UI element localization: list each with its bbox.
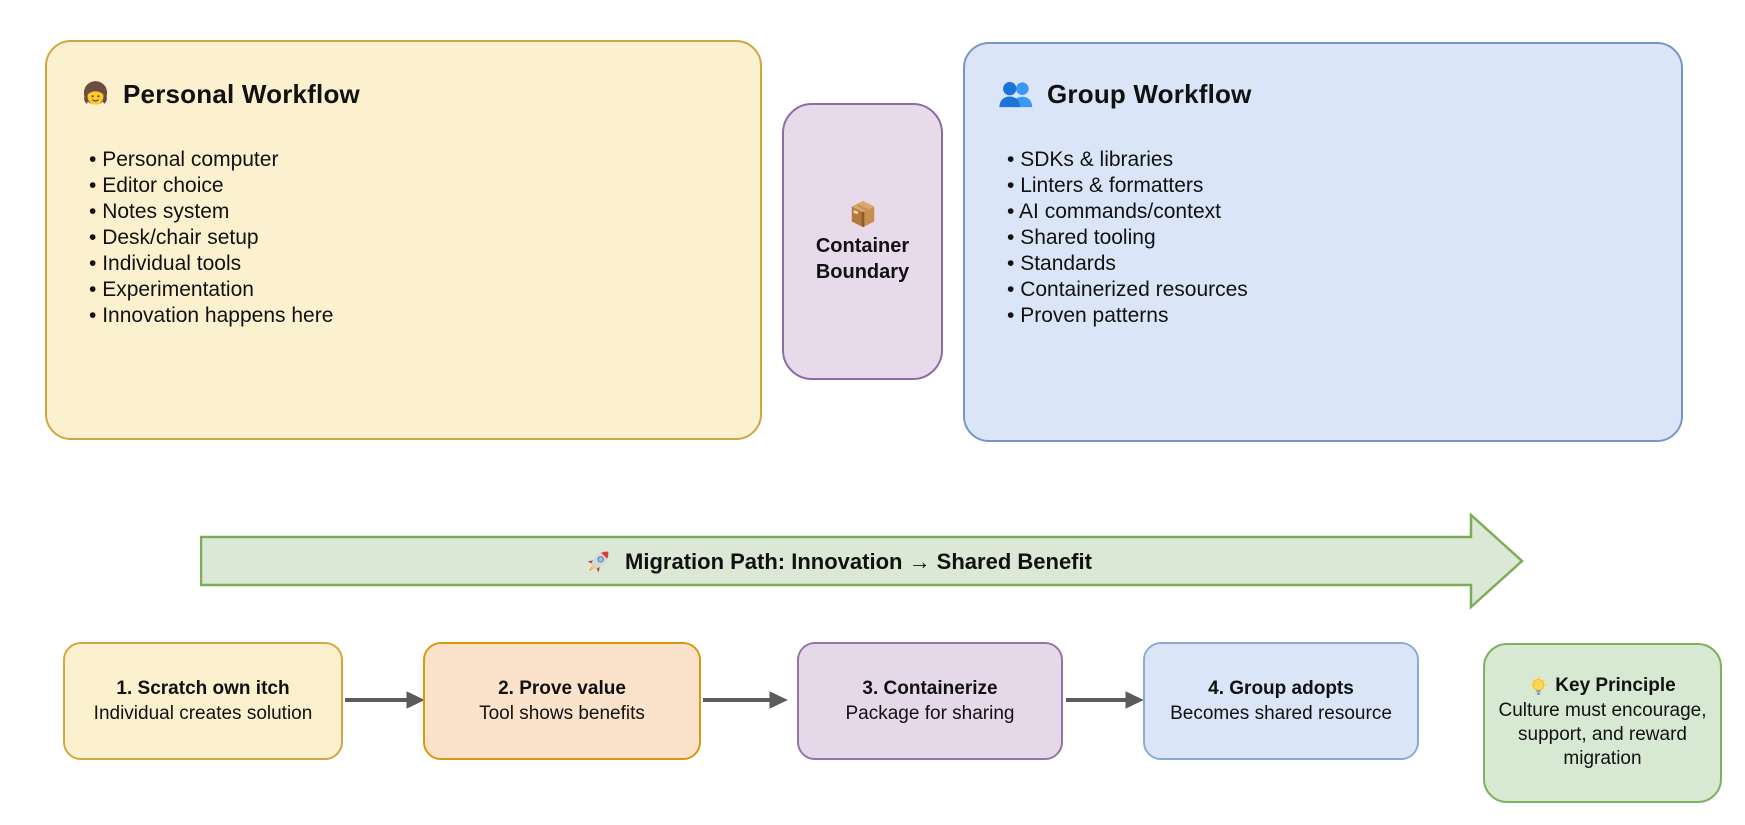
light-bulb-icon: [1530, 676, 1548, 695]
step-title: 3. Containerize: [862, 677, 998, 699]
step-containerize: 3. Containerize Package for sharing: [797, 642, 1063, 760]
step-subtitle: Becomes shared resource: [1170, 702, 1392, 724]
list-item: Containerized resources: [1007, 277, 1248, 303]
list-item: Personal computer: [89, 147, 333, 173]
migration-arrow-shape: [200, 513, 1524, 610]
step-title: 2. Prove value: [498, 677, 626, 699]
key-principle-box: Key Principle Culture must encourage, su…: [1483, 643, 1722, 803]
step-subtitle: Package for sharing: [845, 702, 1015, 724]
personal-workflow-list: Personal computer Editor choice Notes sy…: [89, 147, 333, 329]
key-principle-header: Key Principle: [1529, 675, 1676, 697]
list-item: Innovation happens here: [89, 303, 333, 329]
personal-workflow-box: Personal Workflow Personal computer Edit…: [45, 40, 762, 440]
rocket-icon: [587, 551, 609, 573]
group-workflow-box: Group Workflow SDKs & libraries Linters …: [963, 42, 1683, 442]
personal-workflow-title: Personal Workflow: [123, 79, 360, 109]
container-boundary-line2: Boundary: [815, 260, 910, 283]
list-item: Desk/chair setup: [89, 225, 333, 251]
migration-banner: Migration Path: Innovation → Shared Bene…: [210, 538, 1465, 585]
list-item: AI commands/context: [1007, 199, 1248, 225]
step-title: 1. Scratch own itch: [116, 677, 290, 699]
list-item: Notes system: [89, 199, 333, 225]
step-prove-value: 2. Prove value Tool shows benefits: [423, 642, 701, 760]
step-scratch-own-itch: 1. Scratch own itch Individual creates s…: [63, 642, 343, 760]
group-workflow-title: Group Workflow: [1047, 79, 1252, 109]
step-group-adopts: 4. Group adopts Becomes shared resource: [1143, 642, 1419, 760]
migration-banner-label: Migration Path: Innovation → Shared Bene…: [625, 548, 1092, 574]
list-item: Individual tools: [89, 251, 333, 277]
list-item: Experimentation: [89, 277, 333, 303]
list-item: Shared tooling: [1007, 225, 1248, 251]
busts-in-silhouette-icon: [999, 81, 1033, 108]
group-workflow-header: Group Workflow: [998, 79, 1252, 110]
container-boundary-box: Container Boundary: [782, 103, 943, 380]
step-subtitle: Tool shows benefits: [479, 702, 645, 724]
step-title: 4. Group adopts: [1208, 677, 1354, 699]
container-boundary-label: Container Boundary: [816, 233, 909, 285]
person-icon: [83, 81, 108, 105]
group-workflow-list: SDKs & libraries Linters & formatters AI…: [1007, 147, 1248, 329]
key-principle-title: Key Principle: [1555, 675, 1676, 696]
list-item: Proven patterns: [1007, 303, 1248, 329]
step-connector-arrows: [345, 691, 1144, 709]
list-item: Linters & formatters: [1007, 173, 1248, 199]
list-item: Editor choice: [89, 173, 333, 199]
list-item: Standards: [1007, 251, 1248, 277]
package-icon: [851, 200, 874, 227]
step-subtitle: Individual creates solution: [93, 702, 313, 724]
list-item: SDKs & libraries: [1007, 147, 1248, 173]
key-principle-body: Culture must encourage, support, and rew…: [1498, 700, 1707, 769]
personal-workflow-header: Personal Workflow: [80, 79, 360, 110]
container-boundary-line1: Container: [815, 234, 910, 257]
